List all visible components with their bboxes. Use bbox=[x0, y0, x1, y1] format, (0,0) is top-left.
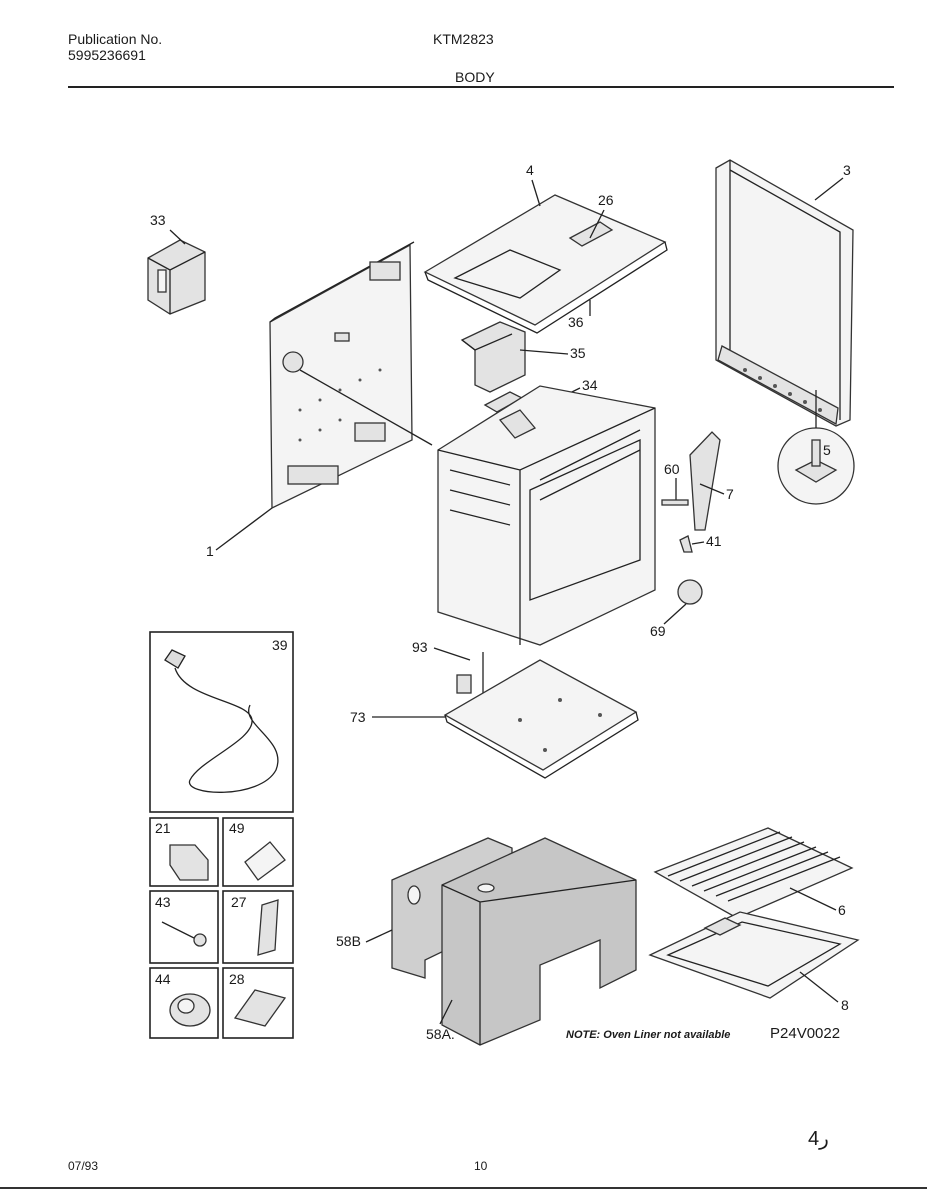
part-28-box bbox=[222, 967, 294, 1039]
callout-39: 39 bbox=[272, 637, 288, 653]
callout-26: 26 bbox=[598, 192, 614, 208]
callout-8: 8 bbox=[841, 997, 849, 1013]
callout-49: 49 bbox=[229, 820, 245, 836]
callout-35: 35 bbox=[570, 345, 586, 361]
figure-code: P24V0022 bbox=[770, 1025, 840, 1042]
callout-58a: 58A. bbox=[426, 1026, 455, 1042]
footer-center-mark: 10 bbox=[474, 1159, 488, 1173]
part-44-box bbox=[149, 967, 219, 1039]
callout-60: 60 bbox=[664, 461, 680, 477]
part-43-box bbox=[149, 890, 219, 964]
part-3-side-panel bbox=[715, 159, 854, 427]
oven-body-frame bbox=[437, 385, 656, 646]
part-35-vent-duct bbox=[460, 321, 526, 393]
callout-3: 3 bbox=[843, 162, 851, 178]
part-21-box bbox=[149, 817, 219, 887]
callout-6: 6 bbox=[838, 902, 846, 918]
part-1-back-panel bbox=[269, 241, 433, 510]
part-7-hinge bbox=[689, 431, 721, 531]
part-8-oven-bottom bbox=[648, 911, 860, 999]
callout-33: 33 bbox=[150, 212, 166, 228]
callout-36: 36 bbox=[568, 314, 584, 330]
footer-page-mark: ر4 bbox=[808, 1128, 829, 1150]
callout-21: 21 bbox=[155, 820, 171, 836]
part-6-oven-rack bbox=[653, 827, 854, 919]
part-58a-insulation bbox=[441, 837, 637, 1046]
callout-73: 73 bbox=[350, 709, 366, 725]
part-93-switch bbox=[456, 652, 484, 700]
callout-28: 28 bbox=[229, 971, 245, 987]
part-73-bottom-panel bbox=[443, 659, 639, 779]
footer-date: 07/93 bbox=[68, 1159, 98, 1173]
part-5-leveling-leg bbox=[777, 390, 855, 505]
callout-1: 1 bbox=[206, 543, 214, 559]
part-4-top-panel bbox=[423, 194, 668, 334]
part-49-box bbox=[222, 817, 294, 887]
callout-58b: 58B bbox=[336, 933, 361, 949]
callout-27: 27 bbox=[231, 894, 247, 910]
callout-41: 41 bbox=[706, 533, 722, 549]
part-41-receptacle bbox=[679, 535, 693, 553]
callout-5: 5 bbox=[823, 442, 831, 458]
part-60-clip bbox=[661, 499, 689, 506]
publication-number: 5995236691 bbox=[68, 47, 146, 63]
part-69-plug-button bbox=[677, 579, 703, 605]
header-rule bbox=[68, 86, 894, 88]
callout-43: 43 bbox=[155, 894, 171, 910]
note-oven-liner: NOTE: Oven Liner not available bbox=[566, 1029, 730, 1041]
part-27-box bbox=[222, 890, 294, 964]
callout-7: 7 bbox=[726, 486, 734, 502]
part-39-box bbox=[149, 631, 294, 813]
callout-44: 44 bbox=[155, 971, 171, 987]
callout-34: 34 bbox=[582, 377, 598, 393]
part-33-bracket bbox=[147, 239, 206, 315]
publication-label: Publication No. bbox=[68, 31, 163, 47]
section-title: BODY bbox=[455, 69, 495, 85]
model-number: KTM2823 bbox=[433, 31, 494, 47]
callout-69: 69 bbox=[650, 623, 666, 639]
callout-4: 4 bbox=[526, 162, 534, 178]
callout-93: 93 bbox=[412, 639, 428, 655]
